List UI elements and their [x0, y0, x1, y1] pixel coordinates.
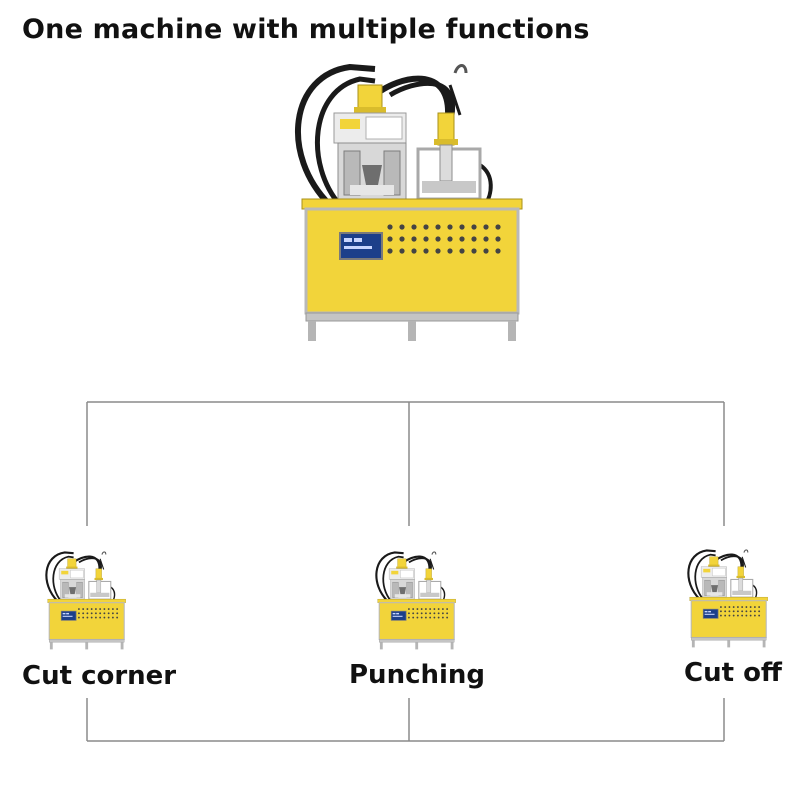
- cut-off-machine-image: [682, 546, 774, 649]
- function-label-cut-corner: Cut corner: [22, 661, 177, 691]
- function-label-cut-off: Cut off: [684, 658, 782, 688]
- cut-corner-machine-image: [40, 548, 132, 651]
- punching-machine-image: [370, 548, 462, 651]
- page-title: One machine with multiple functions: [22, 14, 590, 45]
- function-label-punching: Punching: [349, 660, 486, 690]
